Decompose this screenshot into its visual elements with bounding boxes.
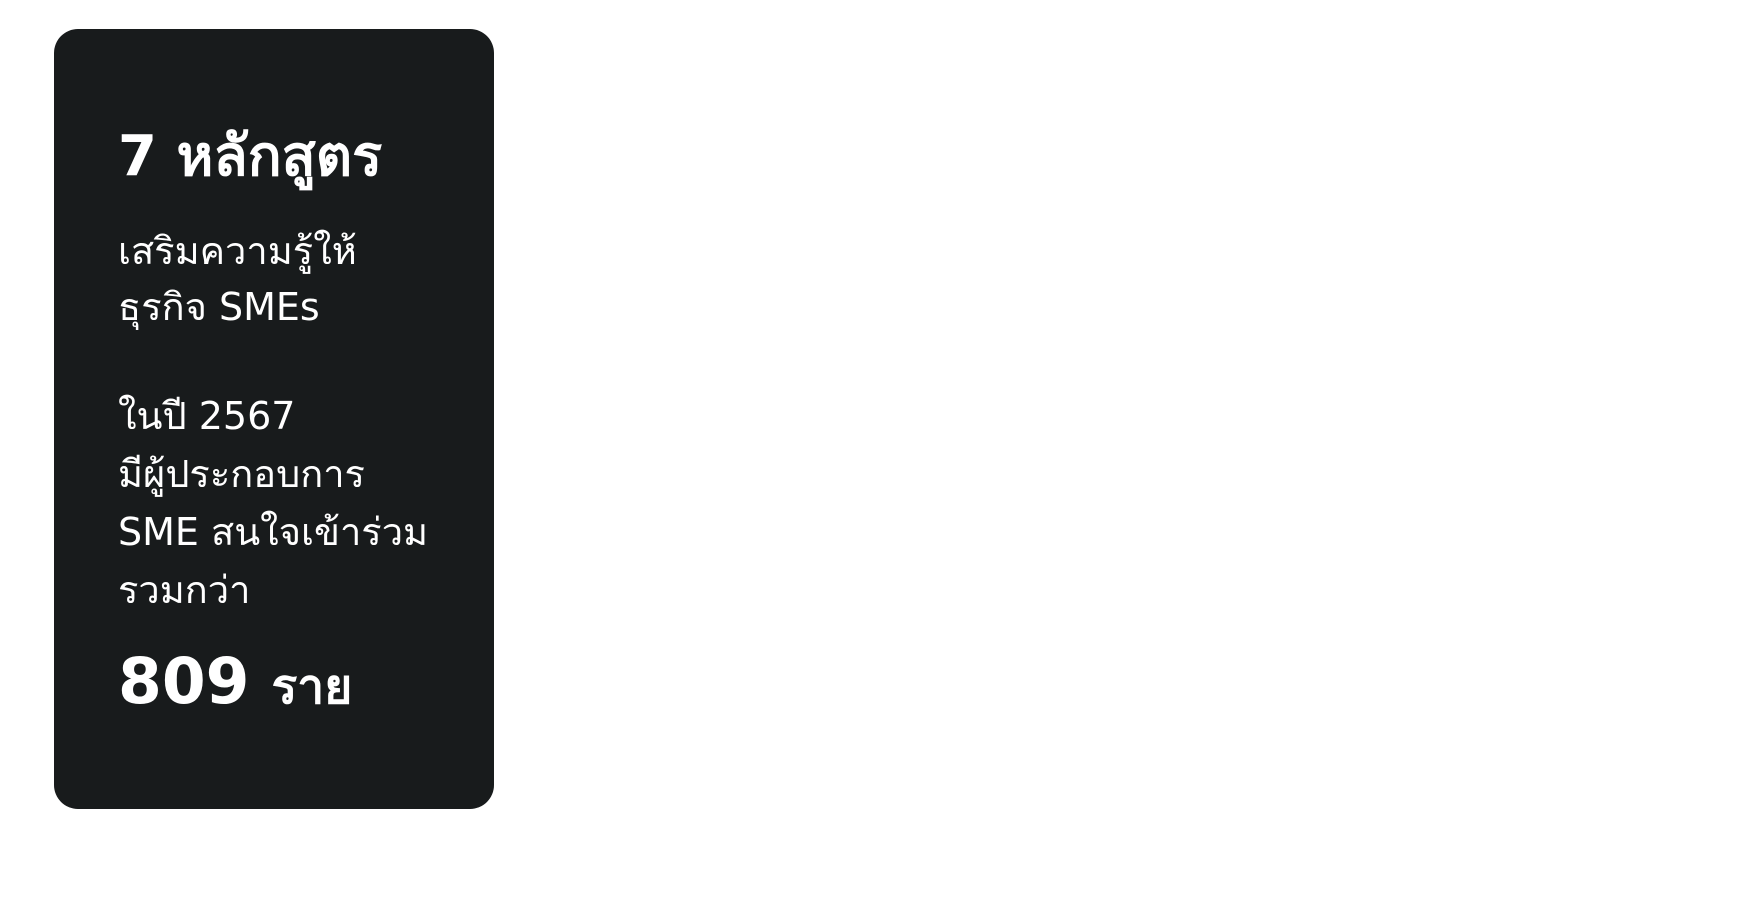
description-line: ในปี 2567 — [118, 394, 296, 438]
subtitle-line: ธุรกิจ SMEs — [118, 285, 320, 329]
description-line: มีผู้ประกอบการ — [118, 452, 365, 496]
subtitle-line: เสริมความรู้ให้ — [118, 229, 357, 273]
participant-count: 809 — [118, 645, 250, 718]
card-subtitle: เสริมความรู้ให้ ธุรกิจ SMEs — [118, 223, 464, 335]
participant-unit: ราย — [271, 659, 353, 715]
description-line: SME สนใจเข้าร่วม — [118, 510, 429, 554]
card-description: ในปี 2567 มีผู้ประกอบการ SME สนใจเข้าร่ว… — [118, 387, 464, 619]
course-count-headline: 7 หลักสูตร — [118, 124, 383, 189]
stat-card: 7 หลักสูตร เสริมความรู้ให้ ธุรกิจ SMEs ใ… — [54, 29, 494, 809]
participant-stat: 809 ราย — [118, 641, 464, 728]
description-line: รวมกว่า — [118, 568, 251, 612]
